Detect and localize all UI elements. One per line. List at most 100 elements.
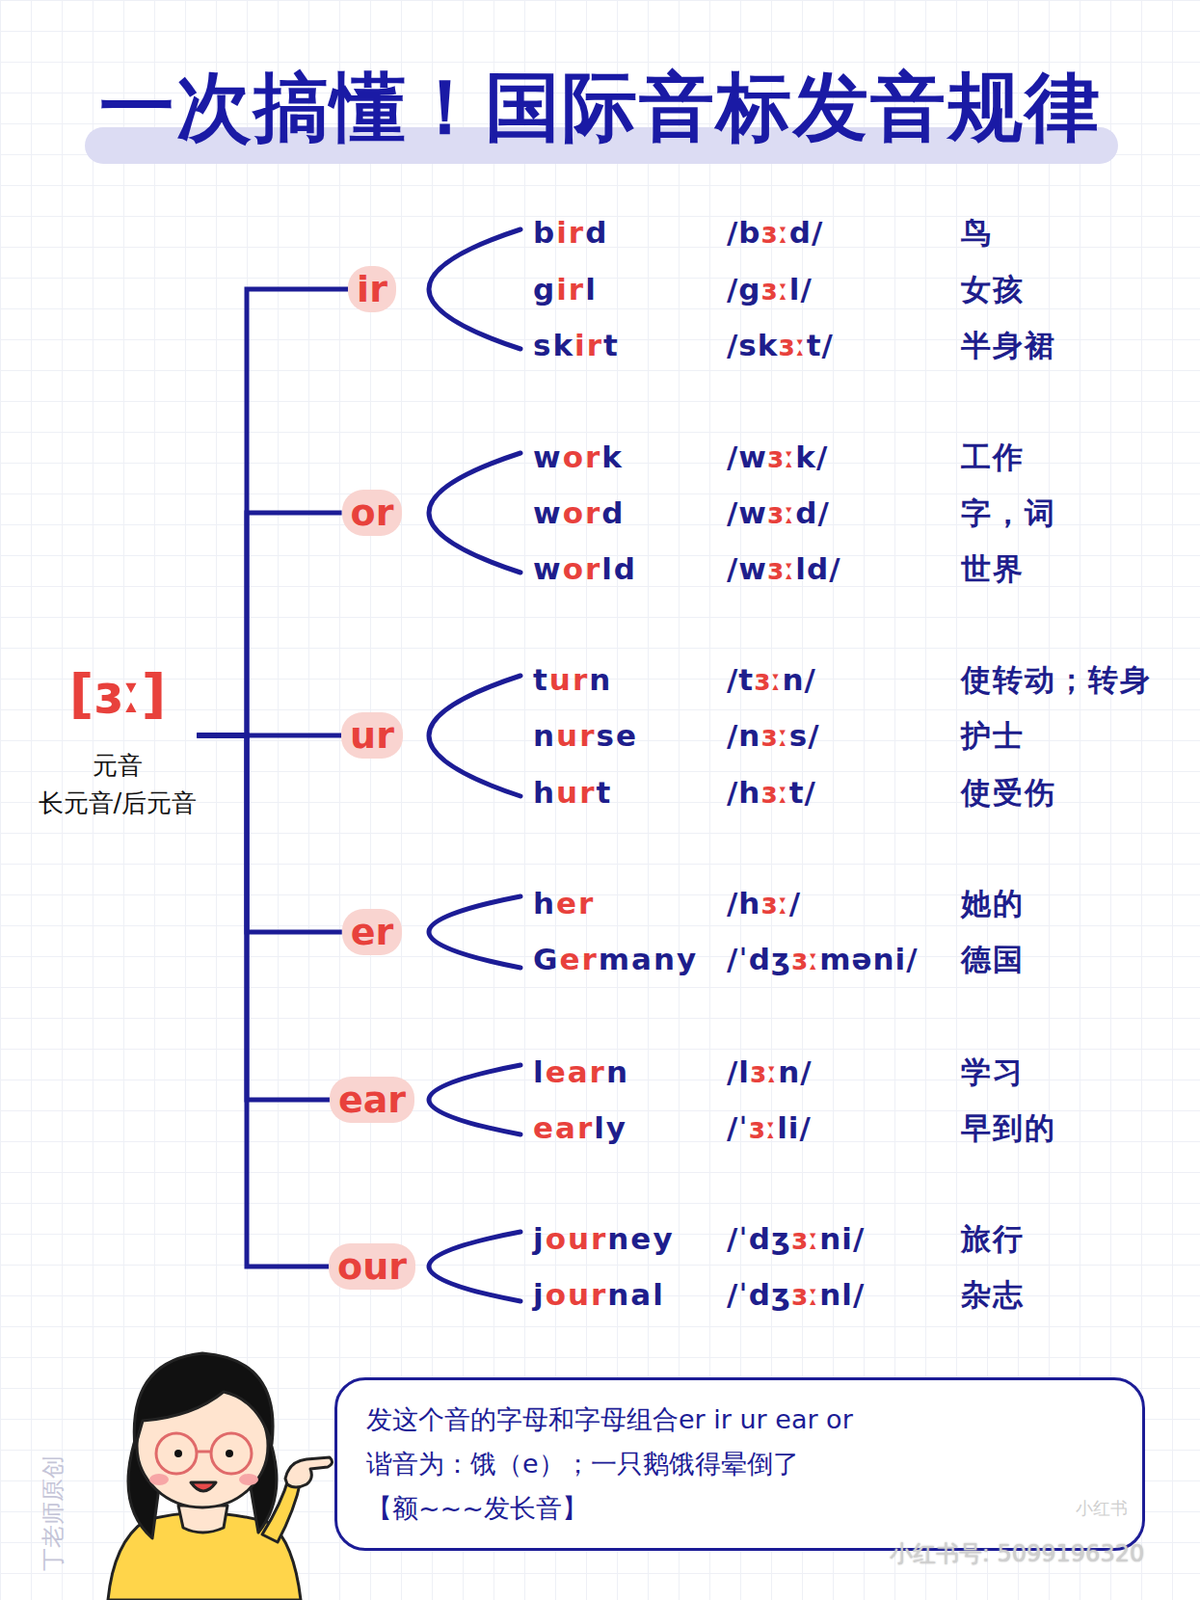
tree-branch [196,512,342,736]
chinese-meaning: 使受伤 [960,773,1057,812]
example-word: word [533,493,625,533]
highlight: ur [556,718,596,753]
chinese-meaning: 早到的 [960,1108,1057,1147]
tree-branch [196,735,330,1100]
highlight: our [545,1277,609,1312]
plain-part: /w [726,439,768,475]
plain-part: w [533,439,563,475]
chinese-meaning: 鸟 [960,213,993,252]
title: 一次搞懂！国际音标发音规律 [0,65,1200,149]
highlight: our [545,1221,609,1256]
example-word: hurt [533,773,613,812]
example-word: learn [533,1052,630,1092]
chinese-meaning: 她的 [960,883,1025,923]
plain-part: ly [593,1110,628,1146]
brackets [428,229,521,1302]
phonetic-transcription: /ˈdʒɜːni/ [726,1219,865,1258]
plain-part: /w [726,551,768,587]
plain-part: b [533,214,557,250]
letter-combination: ir [356,268,388,310]
example-word: nurse [533,716,639,755]
plain-part: l [585,271,598,307]
chinese-meaning: 旅行 [960,1219,1025,1258]
letter-combination-pill: ur [341,712,403,759]
tree-branch [196,735,342,933]
highlight: ɜː [777,327,806,363]
plain-part: ld [601,551,638,587]
plain-part: d [585,214,609,250]
plain-part: n [588,662,613,697]
letter-combination-pill: our [328,1243,416,1290]
example-word: work [533,437,624,477]
bracket [428,1231,521,1302]
chinese-meaning: 学习 [960,1052,1025,1092]
highlight: ir [556,214,586,250]
watermark: 小红书 [1075,1497,1128,1520]
example-word: skirt [533,325,620,365]
letter-combination: ur [349,715,395,756]
plain-part: / [789,885,801,921]
phoneme-note: 元音 [38,750,198,780]
example-word: her [533,883,595,923]
phonetic-transcription: /ˈdʒɜːməni/ [726,939,919,979]
plain-part: d [601,495,625,531]
plain-part: k/ [795,439,828,475]
plain-part: n [533,718,557,753]
plain-part: /ˈdʒ [726,1221,792,1256]
bracket [428,453,521,573]
plain-part: w [533,495,563,531]
plain-part: j [533,1221,546,1256]
highlight: ear [533,1110,594,1146]
plain-part: many [598,941,699,977]
plain-part: w [533,551,563,587]
plain-part: /ˈdʒ [726,1277,792,1312]
plain-part: l/ [789,271,813,307]
plain-part: G [533,941,560,977]
plain-part: n/ [782,662,817,697]
highlight: ɜː [761,271,790,307]
chinese-meaning: 世界 [960,549,1025,588]
plain-part: nal [607,1277,666,1312]
phonetic-transcription: /skɜːt/ [726,325,834,365]
highlight: ɜː [748,1110,777,1146]
plain-part: /ˈ [726,1110,749,1146]
example-word: bird [533,213,609,252]
phonetic-transcription: /wɜːk/ [726,437,828,477]
root-phoneme: [ɜː]元音长元音/后元音 [38,664,198,818]
bubble-text: 【额~~~发长音】 [366,1486,1116,1531]
plain-part: /t [726,662,754,697]
highlight: ɜː [791,941,820,977]
girl-illustration [107,1353,333,1600]
chinese-meaning: 使转动；转身 [960,660,1152,699]
example-word: journal [533,1275,666,1314]
letter-combination-pill: ear [329,1076,415,1123]
highlight: ɜː [760,885,789,921]
bracket [428,1065,521,1135]
plain-part: ld/ [795,551,841,587]
plain-part: /w [726,495,768,531]
plain-part: j [533,1277,546,1312]
plain-part: t [595,774,613,810]
plain-part: t [603,327,620,363]
bubble-text: 发这个音的字母和字母组合er ir ur ear or [366,1397,1116,1442]
tree-branch [196,735,329,1267]
highlight: ear [545,1054,607,1090]
letter-combination-pill: ir [347,266,397,313]
plain-part: /n [726,718,761,753]
highlight: ir [574,327,604,363]
chinese-meaning: 工作 [960,437,1025,477]
phonetic-transcription: /lɜːn/ [726,1052,813,1092]
highlight: er [559,941,598,977]
plain-part: t/ [789,774,817,810]
highlight: ɜː [791,1221,820,1256]
plain-part: /h [726,885,761,921]
plain-part: t/ [806,327,834,363]
highlight: ɜː [761,214,790,250]
plain-part: s/ [789,718,821,753]
speech-bubble: 发这个音的字母和字母组合er ir ur ear or谐音为：饿（e）；一只鹅饿… [334,1377,1146,1551]
highlight: ur [556,774,596,810]
phonetic-transcription: /ˈɜːli/ [726,1108,812,1147]
highlight: ɜː [753,662,782,697]
plain-part: h [533,774,557,810]
